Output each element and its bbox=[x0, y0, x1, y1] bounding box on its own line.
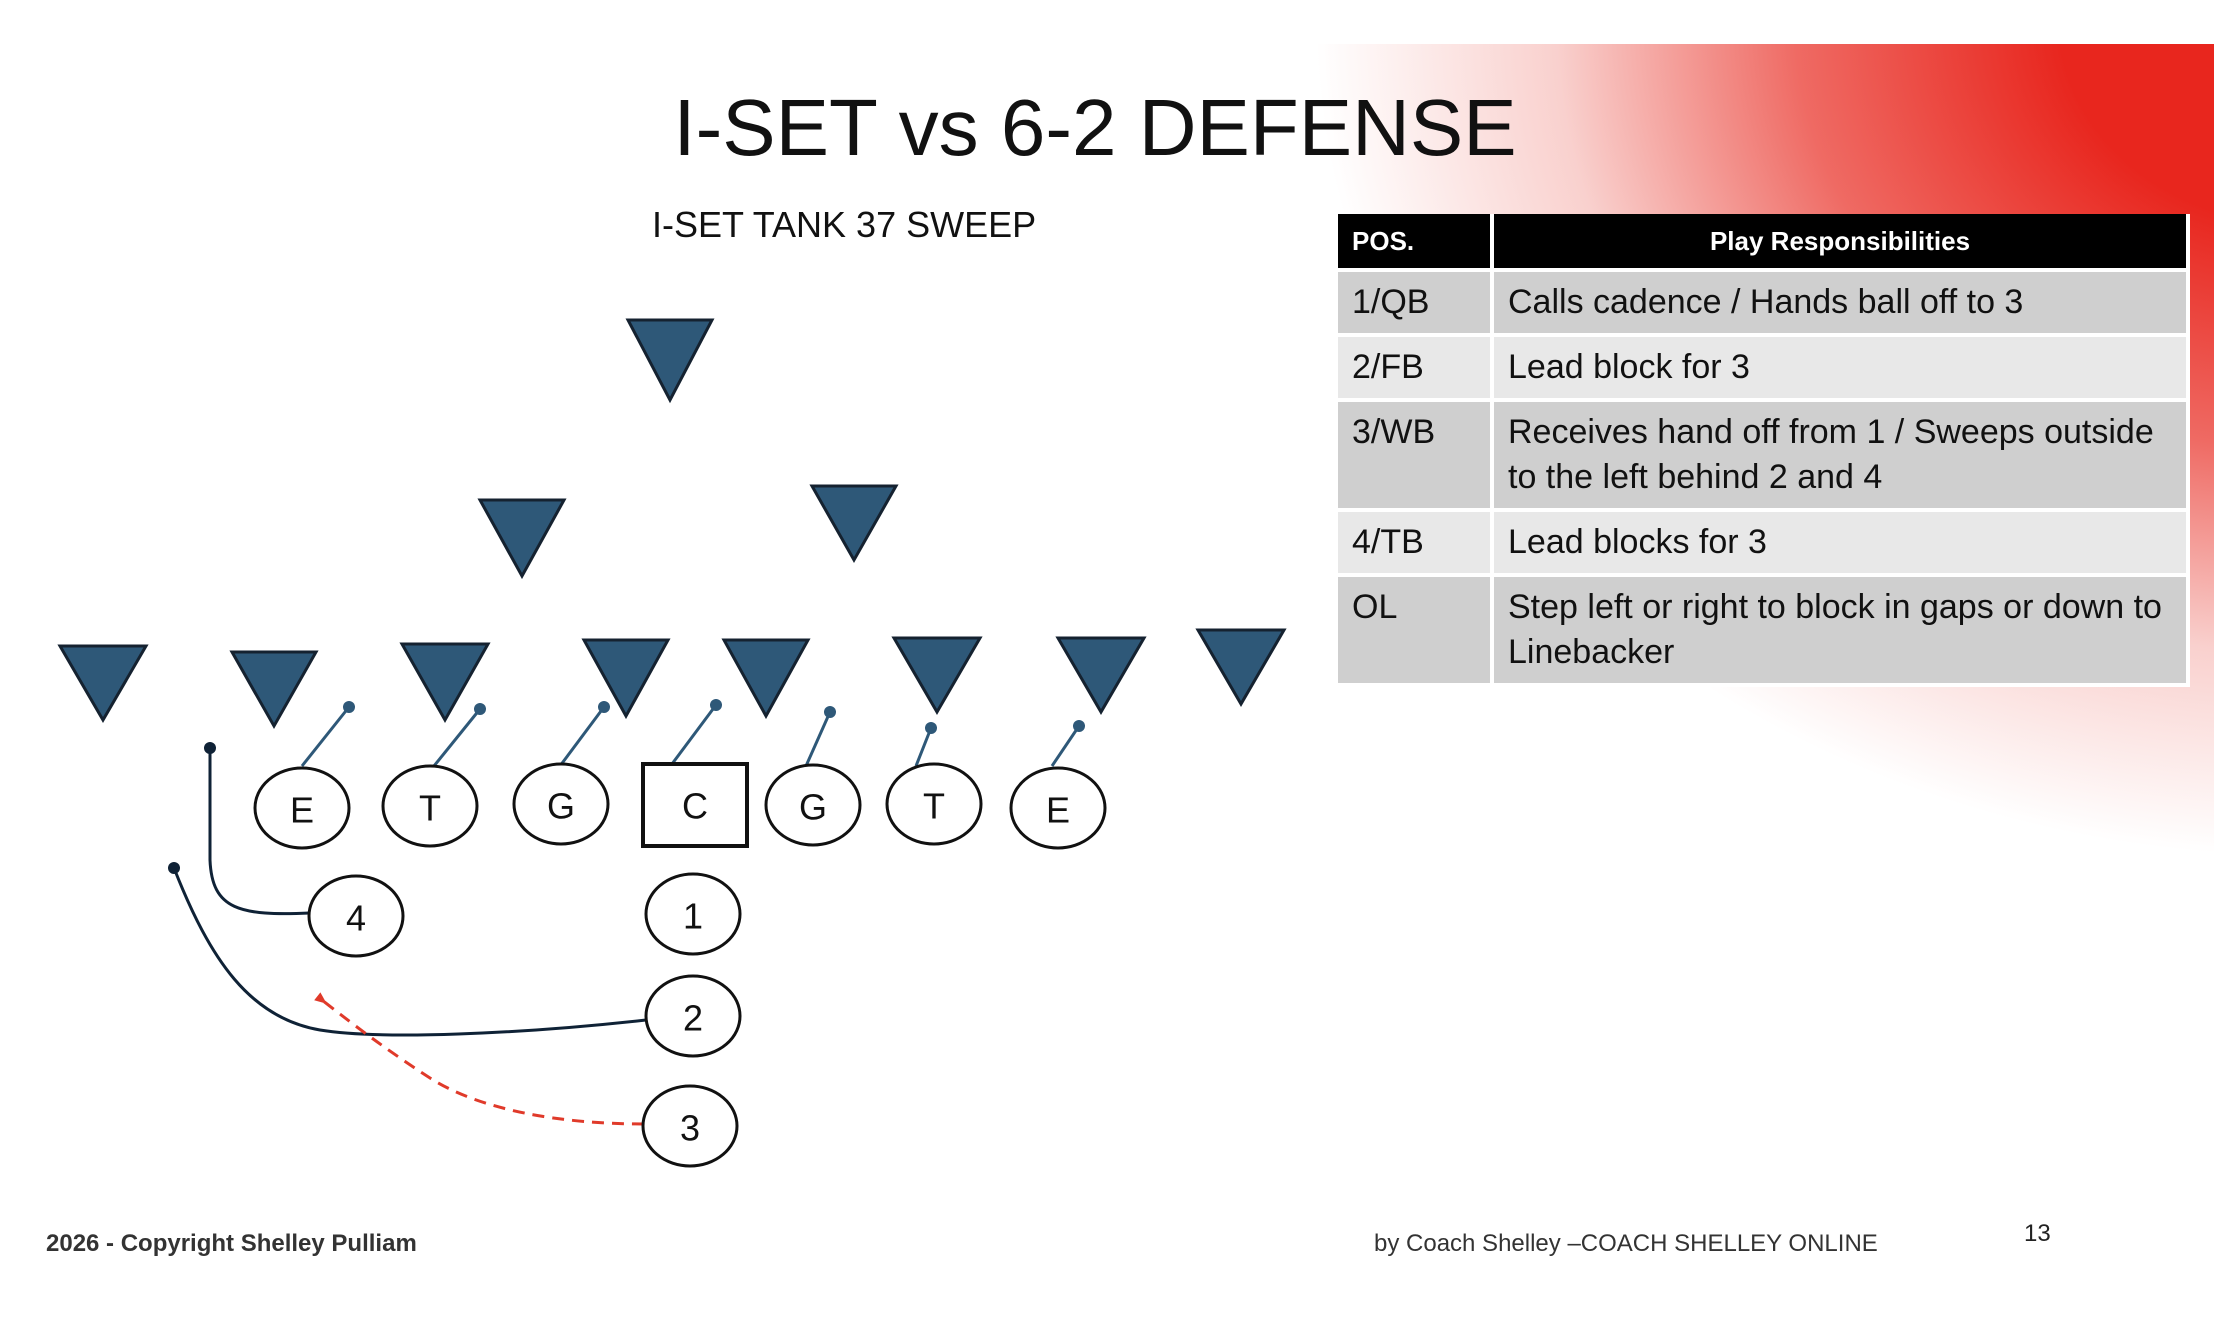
blocking-assignments bbox=[300, 699, 1085, 767]
back-2-fb: 2 bbox=[644, 974, 742, 1058]
row-resp: Receives hand off from 1 / Sweeps outsid… bbox=[1490, 398, 2190, 512]
lineman-label: E bbox=[1046, 790, 1070, 831]
footer-copyright: 2026 - Copyright Shelley Pulliam bbox=[46, 1230, 417, 1257]
block-dot-re bbox=[1073, 720, 1085, 732]
route-tb-4 bbox=[208, 748, 311, 916]
block-dot-le bbox=[343, 701, 355, 713]
defender-line-3 bbox=[581, 638, 671, 720]
play-diagram: E T G C G T E bbox=[57, 318, 1287, 1168]
defender-linebacker-right bbox=[809, 484, 899, 564]
back-4-tb: 4 bbox=[307, 874, 405, 958]
defender-corner-left bbox=[57, 644, 149, 723]
block-dot-rt bbox=[925, 722, 937, 734]
defense-group bbox=[57, 318, 1287, 730]
back-label: 1 bbox=[683, 896, 703, 937]
lineman-label: G bbox=[799, 787, 827, 828]
footer-credit: by Coach Shelley –COACH SHELLEY ONLINE bbox=[1374, 1230, 1878, 1257]
ball-carrier-path-3 bbox=[314, 992, 645, 1126]
row-resp: Step left or right to block in gaps or d… bbox=[1490, 573, 2190, 687]
row-pos: OL bbox=[1338, 573, 1494, 687]
header-responsibilities: Play Responsibilities bbox=[1490, 214, 2190, 272]
block-line-le bbox=[300, 706, 351, 767]
lineman-left-guard: G bbox=[512, 762, 610, 846]
block-line-c bbox=[670, 704, 718, 765]
back-label: 3 bbox=[680, 1108, 700, 1149]
slide-title: I-SET vs 6-2 DEFENSE bbox=[673, 83, 1517, 172]
table-row: 4/TB Lead blocks for 3 bbox=[1338, 508, 2190, 577]
route-dot-4 bbox=[204, 742, 216, 754]
table-row: 2/FB Lead block for 3 bbox=[1338, 333, 2190, 402]
route-dot-2 bbox=[168, 862, 180, 874]
block-dot-lg bbox=[598, 701, 610, 713]
row-pos: 2/FB bbox=[1338, 333, 1494, 402]
back-routes bbox=[168, 742, 647, 1126]
defender-line-5 bbox=[891, 636, 983, 715]
lineman-left-end: E bbox=[253, 766, 351, 850]
defender-linebacker-left bbox=[477, 498, 567, 580]
back-1-qb: 1 bbox=[644, 872, 742, 956]
row-pos: 4/TB bbox=[1338, 508, 1494, 577]
back-label: 4 bbox=[346, 898, 366, 939]
defender-safety bbox=[625, 318, 715, 404]
back-label: 2 bbox=[683, 998, 703, 1039]
block-line-lg bbox=[558, 706, 606, 767]
block-line-re bbox=[1050, 725, 1081, 767]
route-fb-2 bbox=[172, 867, 647, 1037]
responsibilities-table: POS. Play Responsibilities 1/QB Calls ca… bbox=[1338, 214, 2190, 687]
back-3-wb: 3 bbox=[641, 1084, 739, 1168]
lineman-right-end: E bbox=[1009, 766, 1107, 850]
lineman-label: G bbox=[547, 786, 575, 827]
row-pos: 3/WB bbox=[1338, 398, 1494, 512]
table-row: OL Step left or right to block in gaps o… bbox=[1338, 573, 2190, 687]
page-number: 13 bbox=[2024, 1220, 2051, 1247]
row-resp: Lead blocks for 3 bbox=[1490, 508, 2190, 577]
lineman-left-tackle: T bbox=[381, 764, 479, 848]
block-line-rg bbox=[804, 711, 832, 767]
block-dot-rg bbox=[824, 706, 836, 718]
lineman-label: T bbox=[419, 788, 441, 829]
offensive-backs: 4 1 2 3 bbox=[307, 872, 742, 1168]
header-pos: POS. bbox=[1338, 214, 1494, 272]
table-row: 1/QB Calls cadence / Hands ball off to 3 bbox=[1338, 268, 2190, 337]
row-resp: Calls cadence / Hands ball off to 3 bbox=[1490, 268, 2190, 337]
lineman-label: C bbox=[682, 786, 708, 827]
defender-line-1 bbox=[229, 650, 319, 730]
block-line-rt bbox=[914, 727, 933, 767]
defender-line-2 bbox=[399, 642, 491, 724]
top-white-band bbox=[0, 0, 2214, 44]
defender-line-6 bbox=[1055, 636, 1147, 715]
row-resp: Lead block for 3 bbox=[1490, 333, 2190, 402]
block-dot-lt bbox=[474, 703, 486, 715]
lineman-center: C bbox=[641, 762, 749, 848]
offensive-line: E T G C G T E bbox=[253, 762, 1107, 850]
table-header-row: POS. Play Responsibilities bbox=[1338, 214, 2190, 272]
block-line-lt bbox=[432, 708, 482, 767]
lineman-right-tackle: T bbox=[885, 762, 983, 846]
defender-line-4 bbox=[721, 638, 811, 720]
lineman-label: E bbox=[290, 790, 314, 831]
block-dot-c bbox=[710, 699, 722, 711]
lineman-label: T bbox=[923, 786, 945, 827]
row-pos: 1/QB bbox=[1338, 268, 1494, 337]
lineman-right-guard: G bbox=[764, 763, 862, 847]
play-name: I-SET TANK 37 SWEEP bbox=[652, 204, 1037, 245]
defender-corner-right bbox=[1195, 628, 1287, 707]
table-row: 3/WB Receives hand off from 1 / Sweeps o… bbox=[1338, 398, 2190, 512]
